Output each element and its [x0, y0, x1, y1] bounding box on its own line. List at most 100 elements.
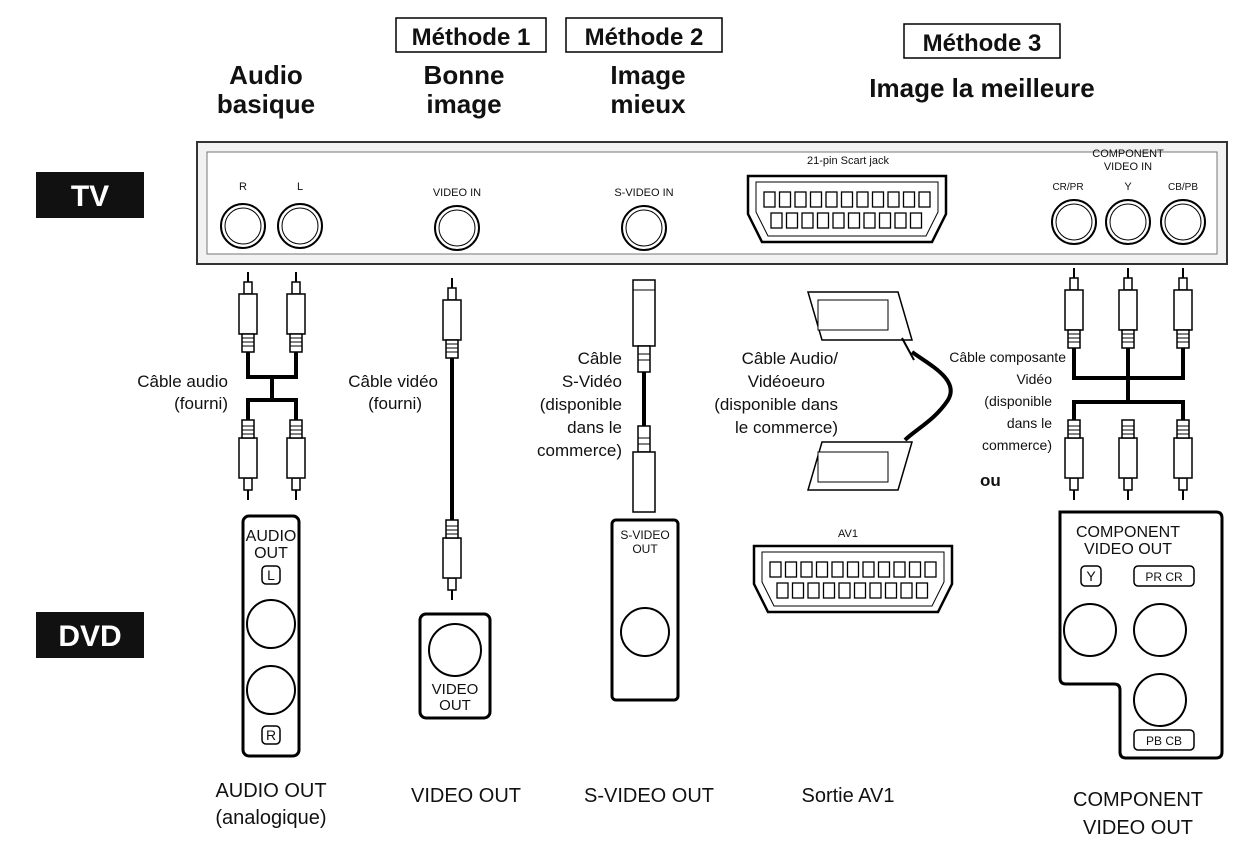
dvd-audio-out-line1: AUDIO	[246, 528, 297, 545]
scart-pin	[894, 212, 907, 229]
tv-component-label-2: VIDEO IN	[1104, 161, 1152, 173]
dvd-comp-y-jack	[1063, 603, 1117, 657]
tv-video-in-label: VIDEO IN	[433, 187, 481, 199]
tv-label: TV	[71, 180, 109, 213]
scart-pin	[794, 191, 807, 208]
scart-pin	[871, 191, 885, 208]
dvd-comp-pr-tag: PR CR	[1145, 570, 1183, 584]
method2-line1: Image	[610, 60, 685, 90]
tv-svideo-in-label: S-VIDEO IN	[614, 187, 673, 199]
tv-svideo-in-jack	[621, 205, 667, 251]
scart-pin	[908, 561, 922, 578]
scart-pin	[769, 561, 782, 578]
scart-pin	[893, 561, 906, 578]
tv-audio-r-label: R	[239, 181, 247, 193]
component-cable-line3: (disponible	[984, 393, 1052, 409]
scart-pin	[887, 191, 900, 208]
scart-pin	[822, 582, 836, 599]
scart-pin	[862, 561, 875, 578]
scart-pin	[807, 582, 820, 599]
dvd-audio-l-jack	[246, 599, 296, 649]
scart-pin	[915, 582, 929, 599]
component-cable-line2: Vidéo	[1016, 371, 1052, 387]
scart-pin	[800, 561, 813, 578]
tv-audio-l-label: L	[297, 181, 303, 193]
tv-scart-jack	[746, 174, 948, 244]
scart-pin	[816, 212, 830, 229]
dvd-label: DVD	[58, 620, 121, 653]
dvd-svideo-out-line1: S-VIDEO	[620, 528, 669, 542]
method2-label: Méthode 2	[585, 24, 704, 51]
tv-video-in-jack	[434, 205, 480, 251]
scart-pin	[838, 582, 851, 599]
dvd-audio-out-panel: AUDIO OUT L R	[241, 514, 301, 758]
scart-pin	[809, 191, 823, 208]
dvd-svideo-jack	[620, 607, 670, 657]
tv-component-label-1: COMPONENT	[1092, 148, 1164, 160]
or-label: ou	[980, 471, 1001, 490]
tv-label-box	[36, 172, 144, 218]
component-cable-label: Câble composante Vidéo (disponible dans …	[949, 349, 1066, 453]
dvd-comp-out-line1: COMPONENT	[1076, 524, 1180, 541]
dvd-audio-out-line2: OUT	[254, 545, 288, 562]
dvd-svideo-out-line2: OUT	[632, 542, 658, 556]
scart-pin	[832, 212, 845, 229]
scart-pin	[840, 191, 854, 208]
heading-audio-line2: basique	[217, 89, 315, 119]
tv-component-cb-jack	[1160, 199, 1206, 245]
scart-cable-line1: Câble Audio/	[742, 349, 839, 368]
dvd-audio-r-jack	[246, 665, 296, 715]
component-cable-line4: dans le	[1007, 415, 1052, 431]
bottom-video-out: VIDEO OUT	[411, 785, 521, 807]
scart-cable-label: Câble Audio/ Vidéoeuro (disponible dans …	[714, 349, 838, 437]
dvd-video-out-panel: VIDEO OUT	[418, 612, 492, 720]
scart-pin	[815, 561, 829, 578]
scart-pin	[924, 561, 937, 578]
scart-pin	[785, 212, 799, 229]
scart-pin	[801, 212, 814, 229]
svideo-cable	[632, 279, 656, 513]
scart-pin	[863, 212, 876, 229]
video-cable-label: Câble vidéo (fourni)	[348, 372, 438, 413]
tv-audio-r-jack	[220, 203, 266, 249]
svideo-cable-line3: (disponible	[540, 395, 622, 414]
svideo-cable-label: Câble S-Vidéo (disponible dans le commer…	[537, 349, 622, 460]
scart-pin	[900, 582, 913, 599]
dvd-comp-pb-tag: PB CB	[1146, 734, 1182, 748]
component-cable	[1064, 267, 1193, 501]
scart-pin	[846, 561, 860, 578]
scart-cable-line3: (disponible dans	[714, 395, 838, 414]
audio-cable-line2: (fourni)	[174, 394, 228, 413]
component-cable-line5: commerce)	[982, 437, 1052, 453]
scart-pin	[877, 561, 891, 578]
scart-cable-line4: le commerce)	[735, 418, 838, 437]
scart-pin	[853, 582, 867, 599]
heading-audio: Audio basique	[217, 60, 315, 119]
tv-y-label: Y	[1124, 181, 1132, 193]
dvd-av1-scart-jack	[752, 544, 954, 614]
scart-pin	[776, 582, 789, 599]
video-cable-line2: (fourni)	[368, 394, 422, 413]
scart-pin	[825, 191, 838, 208]
scart-pin	[847, 212, 861, 229]
method3-line1: Image la meilleure	[869, 73, 1094, 103]
dvd-audio-l-tag: L	[267, 567, 275, 583]
dvd-av1-label: AV1	[838, 528, 858, 540]
scart-pin	[878, 212, 892, 229]
scart-pin	[884, 582, 898, 599]
dvd-video-jack	[428, 623, 482, 677]
tv-component-y-jack	[1105, 199, 1151, 245]
scart-cable-line2: Vidéoeuro	[748, 372, 825, 391]
method3-box	[903, 23, 1061, 59]
dvd-audio-r-tag: R	[266, 727, 276, 743]
tv-panel: R L VIDEO IN S-VIDEO IN 21-pin Scart jac…	[196, 141, 1228, 265]
tv-cb-pb-label: CB/PB	[1168, 182, 1198, 193]
audio-cable	[238, 271, 306, 501]
bottom-svideo-out: S-VIDEO OUT	[584, 785, 714, 807]
video-cable-line1: Câble vidéo	[348, 372, 438, 391]
dvd-comp-pr-jack	[1133, 603, 1187, 657]
bottom-labels: AUDIO OUT (analogique) VIDEO OUT S-VIDEO…	[215, 780, 1203, 839]
dvd-svideo-out-panel: S-VIDEO OUT	[610, 518, 680, 702]
scart-pin	[770, 212, 783, 229]
